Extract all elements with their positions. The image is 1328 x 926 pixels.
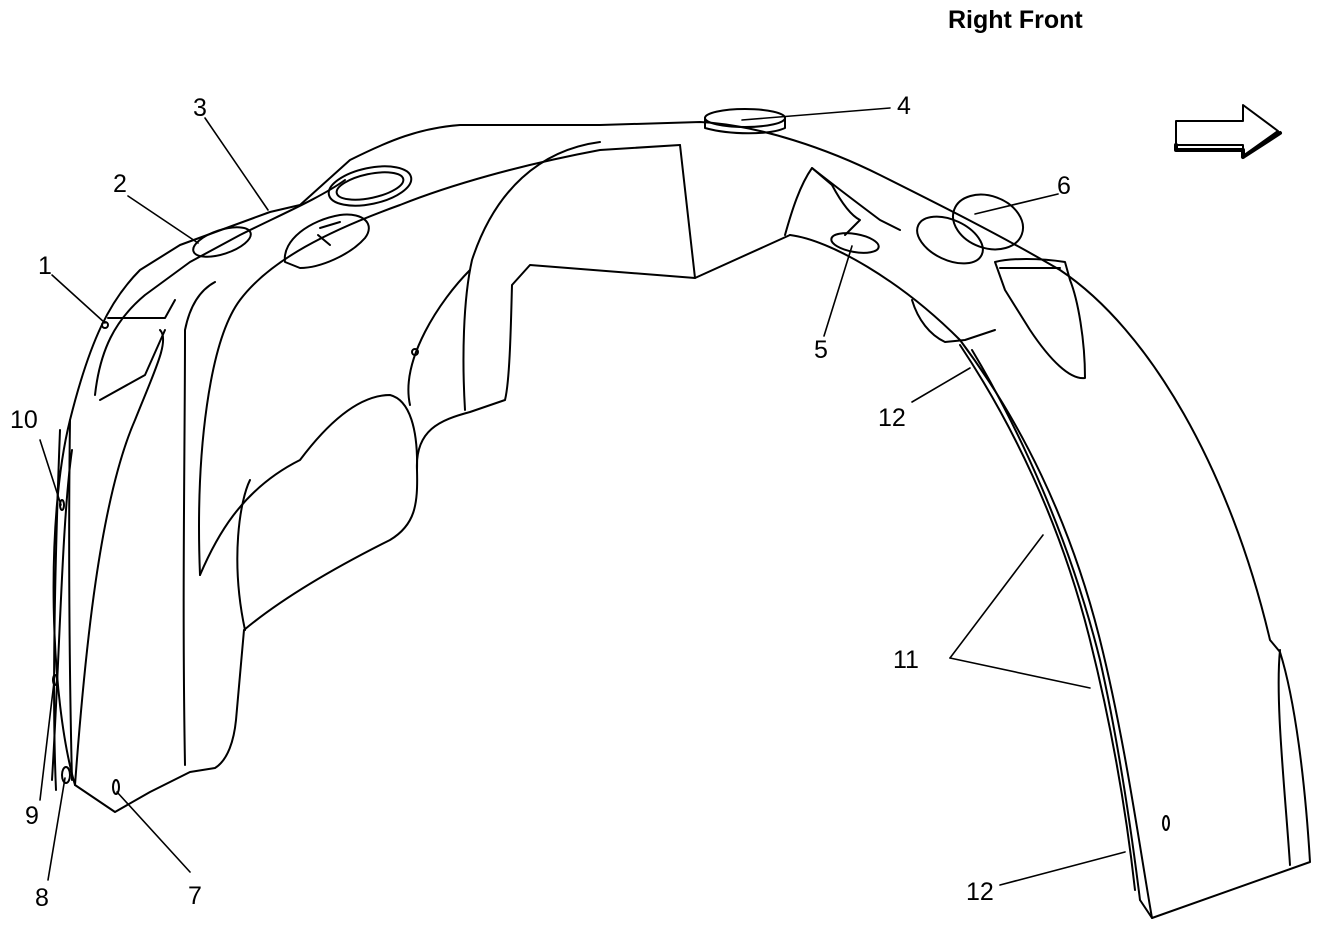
callout-12-lower: 12 xyxy=(966,878,994,906)
arrow-right-icon xyxy=(1174,104,1282,159)
callout-5: 5 xyxy=(814,336,828,364)
callout-9: 9 xyxy=(25,802,39,830)
callout-6: 6 xyxy=(1057,172,1071,200)
callout-4: 4 xyxy=(897,92,911,120)
callout-10: 10 xyxy=(10,406,38,434)
liner-right-flange xyxy=(784,167,1291,919)
leader-lines xyxy=(39,107,1126,886)
liner-openings xyxy=(52,108,1170,831)
liner-inner-contours xyxy=(51,141,696,791)
callout-11: 11 xyxy=(893,646,919,674)
callout-2: 2 xyxy=(113,170,127,198)
liner-outline xyxy=(52,121,1311,919)
callout-3: 3 xyxy=(193,94,207,122)
callout-12-upper: 12 xyxy=(878,404,906,432)
callout-1: 1 xyxy=(38,252,52,280)
callout-7: 7 xyxy=(188,882,202,910)
diagram-title: Right Front xyxy=(948,6,1083,34)
callout-8: 8 xyxy=(35,884,49,912)
